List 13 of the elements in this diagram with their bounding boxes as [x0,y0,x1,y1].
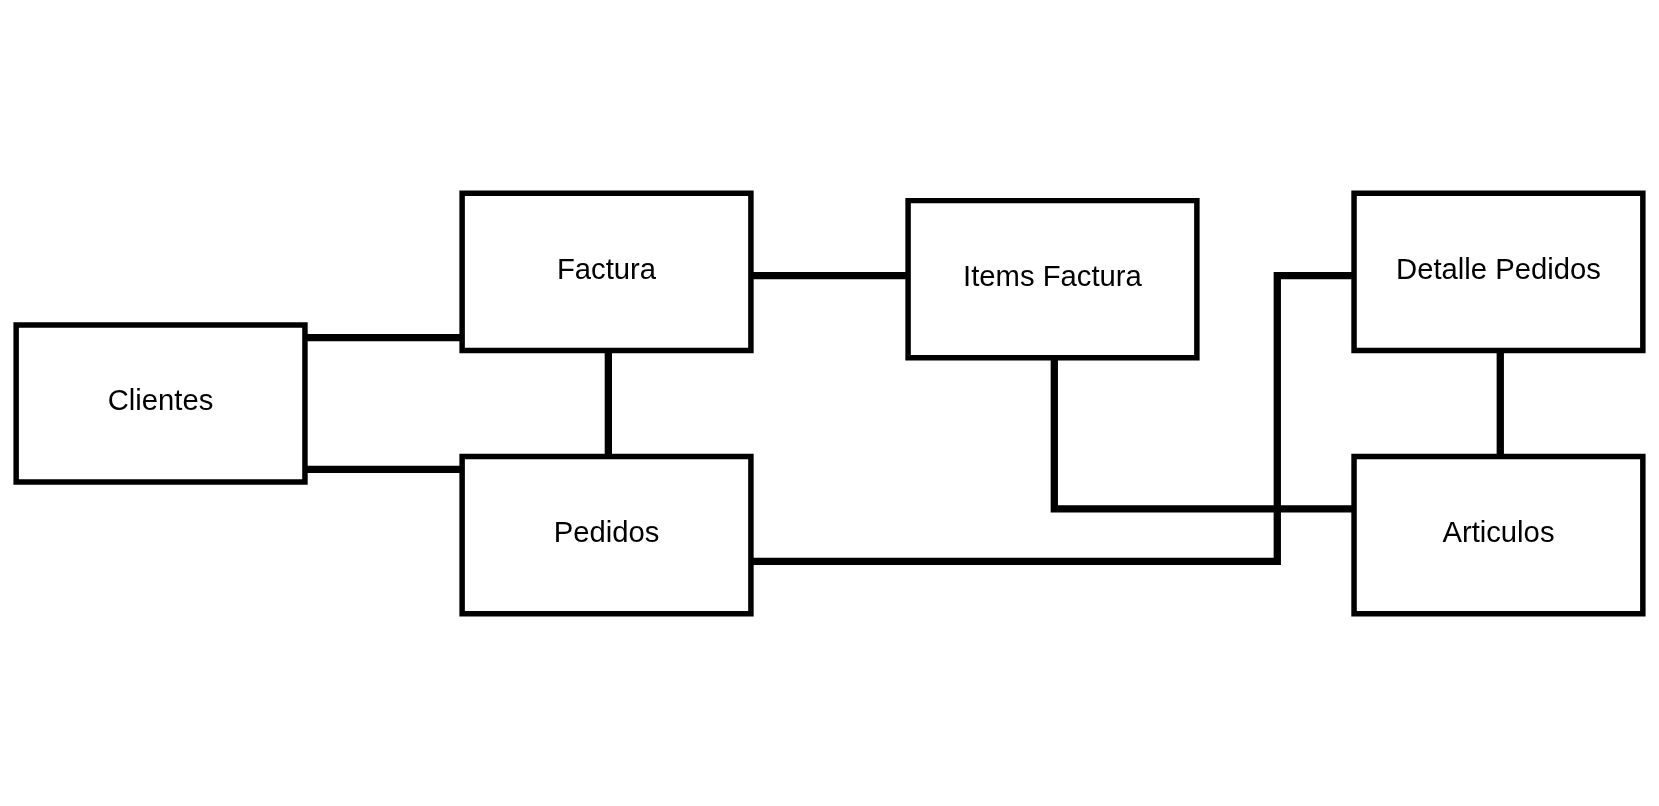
connector [1050,357,1354,513]
node-box: Articulos [1351,453,1646,616]
node-box: Clientes [13,321,308,485]
node-box: Detalle Pedidos [1351,190,1646,353]
connector [604,350,612,456]
connector [305,333,462,341]
connector [751,271,1354,565]
node-box: Factura [459,190,754,353]
node-box: Pedidos [459,453,754,616]
connector [305,465,462,473]
node-box: Items Factura [905,197,1200,361]
connector [1496,350,1504,456]
connector [751,271,908,279]
